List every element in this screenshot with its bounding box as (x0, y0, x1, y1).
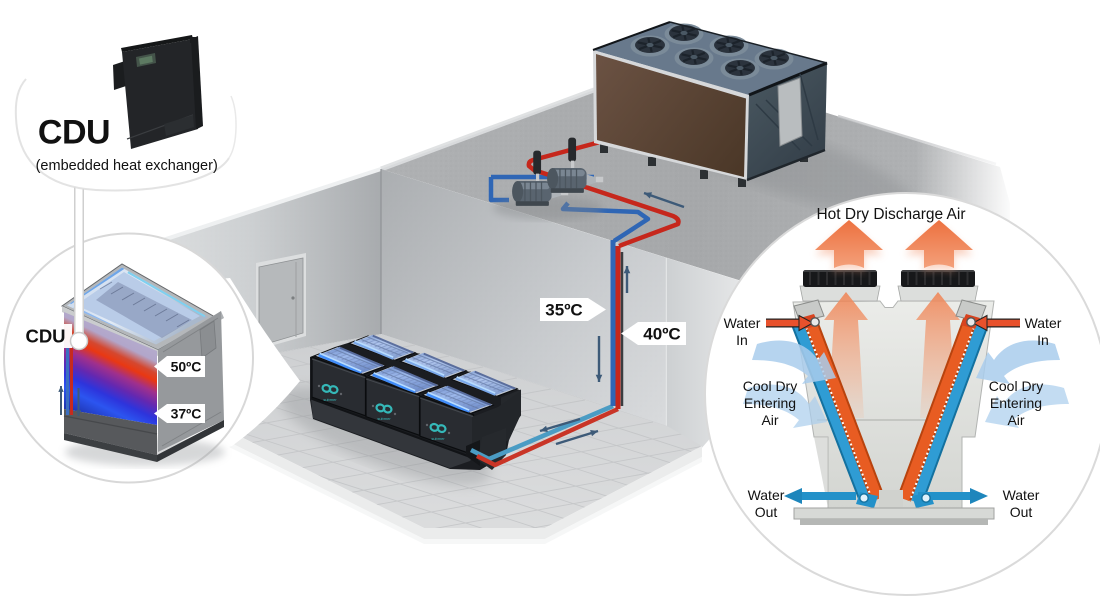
svg-text:40ºC: 40ºC (643, 325, 680, 344)
svg-text:35ºC: 35ºC (545, 301, 582, 320)
svg-text:CDU: CDU (25, 326, 65, 347)
svg-text:Entering: Entering (990, 395, 1042, 411)
svg-text:50ºC: 50ºC (171, 359, 202, 375)
svg-text:CDU: CDU (38, 114, 110, 152)
svg-text:submer: submer (323, 397, 337, 402)
svg-text:(embedded heat exchanger): (embedded heat exchanger) (36, 158, 218, 174)
svg-text:Out: Out (755, 504, 778, 520)
svg-text:In: In (1037, 332, 1049, 348)
svg-text:submer: submer (377, 416, 391, 421)
svg-text:Water: Water (748, 487, 785, 503)
svg-text:37ºC: 37ºC (171, 406, 202, 422)
svg-text:Cool Dry: Cool Dry (743, 378, 797, 394)
svg-text:submer: submer (431, 436, 445, 441)
svg-text:Out: Out (1010, 504, 1033, 520)
svg-text:Water: Water (1003, 487, 1040, 503)
svg-text:Water: Water (1025, 315, 1062, 331)
svg-text:Water: Water (724, 315, 761, 331)
svg-text:In: In (736, 332, 748, 348)
svg-text:Cool Dry: Cool Dry (989, 378, 1043, 394)
svg-text:Hot Dry Discharge Air: Hot Dry Discharge Air (816, 206, 965, 223)
svg-text:Air: Air (1007, 412, 1024, 428)
svg-text:Air: Air (761, 412, 778, 428)
svg-text:Entering: Entering (744, 395, 796, 411)
